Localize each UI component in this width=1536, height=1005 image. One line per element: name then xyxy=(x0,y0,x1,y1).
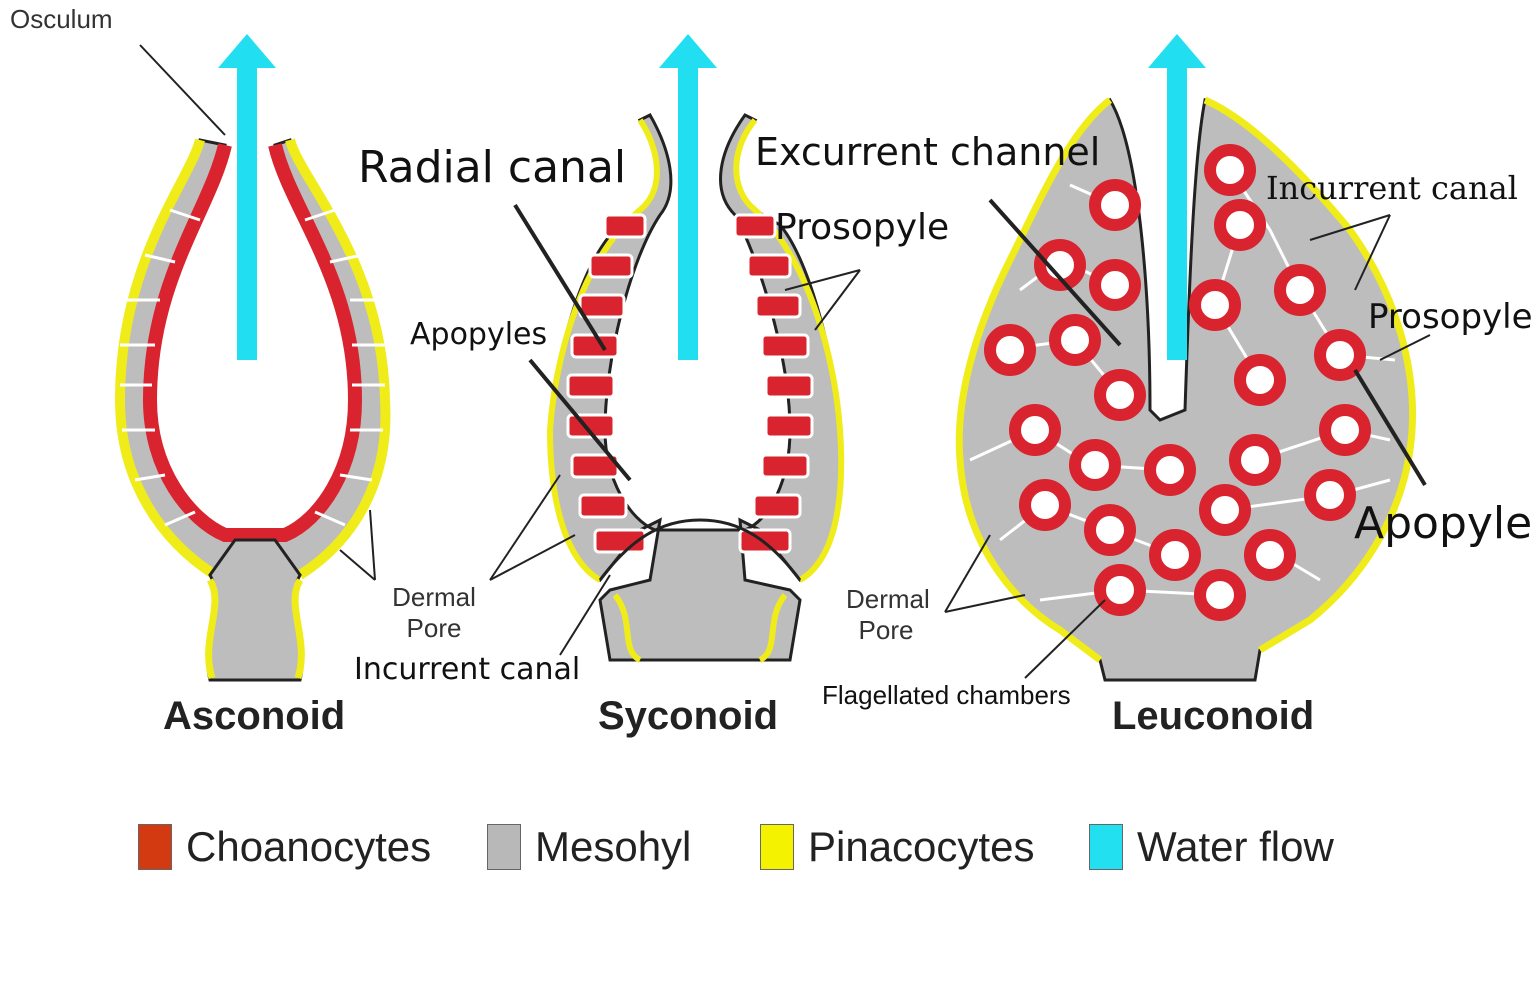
label-apopyles: Apopyles xyxy=(410,317,548,352)
label-osculum: Osculum xyxy=(10,4,113,34)
label-dermal-pore-leuconoid: Dermal Pore xyxy=(846,584,930,646)
legend-swatch-mesohyl xyxy=(487,824,521,870)
legend-label-pinacocytes: Pinacocytes xyxy=(808,823,1035,870)
legend-item-mesohyl: Mesohyl xyxy=(487,823,691,871)
asconoid-body xyxy=(114,138,391,682)
title-asconoid: Asconoid xyxy=(163,694,346,738)
legend-label-mesohyl: Mesohyl xyxy=(535,823,692,870)
water-flow-arrow-syconoid xyxy=(678,62,698,360)
syconoid-body xyxy=(546,113,845,663)
leuconoid-body xyxy=(955,96,1416,682)
legend-label-choanocytes: Choanocytes xyxy=(186,823,432,870)
asconoid-pinacocytes-left xyxy=(114,138,218,580)
label-incurrent-canal-syconoid: Incurrent canal xyxy=(354,652,581,687)
water-flow-arrow-asconoid xyxy=(237,62,257,360)
label-incurrent-canal-leuconoid: Incurrent canal xyxy=(1266,169,1518,207)
legend-item-choanocytes: Choanocytes xyxy=(138,823,431,871)
asconoid-base xyxy=(206,538,304,682)
title-leuconoid: Leuconoid xyxy=(1112,694,1315,738)
label-prosopyle-leuconoid: Prosopyle xyxy=(1368,297,1533,337)
label-dermal-pore-asconoid: Dermal Pore xyxy=(392,582,476,644)
title-syconoid: Syconoid xyxy=(598,694,779,738)
leader-lines xyxy=(139,44,1431,679)
asconoid-pinacocytes-right xyxy=(285,138,391,580)
label-excurrent-channel: Excurrent channel xyxy=(755,130,1101,174)
leuconoid-flagellated-chambers xyxy=(984,144,1371,621)
legend-label-water-flow: Water flow xyxy=(1137,823,1334,870)
label-flagellated-chambers: Flagellated chambers xyxy=(822,680,1071,710)
label-prosopyle-syconoid: Prosopyle xyxy=(775,207,950,248)
asconoid-choanocytes xyxy=(142,143,363,542)
label-apopyle: Apopyle xyxy=(1354,498,1533,549)
legend-item-water-flow: Water flow xyxy=(1089,823,1334,871)
water-flow-arrows xyxy=(218,34,1206,360)
asconoid-cell-dividers xyxy=(120,208,386,527)
legend-swatch-pinacocytes xyxy=(760,824,794,870)
legend-item-pinacocytes: Pinacocytes xyxy=(760,823,1034,871)
label-radial-canal: Radial canal xyxy=(358,142,627,193)
water-flow-arrow-leuconoid xyxy=(1167,62,1187,360)
legend-swatch-choanocytes xyxy=(138,824,172,870)
legend-swatch-water-flow xyxy=(1089,824,1123,870)
